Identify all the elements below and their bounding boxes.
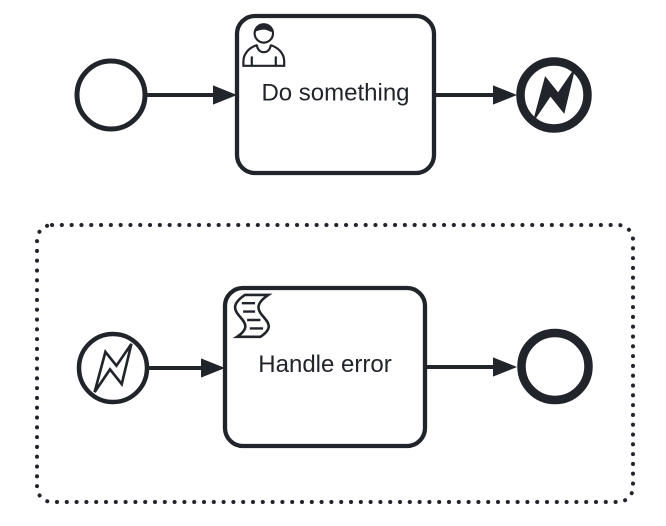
- sequence-flow-start-to-task: [147, 85, 237, 105]
- end-event-circle: [517, 328, 593, 405]
- task-label: Do something: [261, 80, 409, 107]
- arrowhead-icon: [201, 358, 225, 378]
- task-label: Handle error: [258, 351, 391, 378]
- arrowhead-icon: [493, 85, 517, 105]
- error-bolt-icon: [532, 66, 576, 124]
- arrowhead-icon: [213, 85, 237, 105]
- user-task-do-something: Do something: [234, 13, 437, 176]
- start-event: [74, 58, 148, 132]
- sequence-flow-task-to-end-2: [425, 357, 517, 377]
- script-icon: [235, 295, 269, 337]
- arrowhead-icon: [493, 357, 517, 377]
- script-task-handle-error: Handle error: [222, 285, 428, 449]
- error-start-event: [76, 331, 150, 405]
- user-icon: [242, 23, 286, 67]
- sequence-flow-task-to-end: [434, 85, 517, 105]
- end-event: [517, 328, 593, 405]
- error-end-event: [516, 57, 592, 133]
- start-event-circle: [76, 331, 150, 405]
- error-bolt-icon: [93, 343, 133, 393]
- sequence-flow-errorstart-to-task: [149, 358, 225, 378]
- event-subprocess-border: [35, 223, 635, 504]
- start-event-circle: [74, 58, 148, 132]
- event-subprocess: [35, 223, 635, 504]
